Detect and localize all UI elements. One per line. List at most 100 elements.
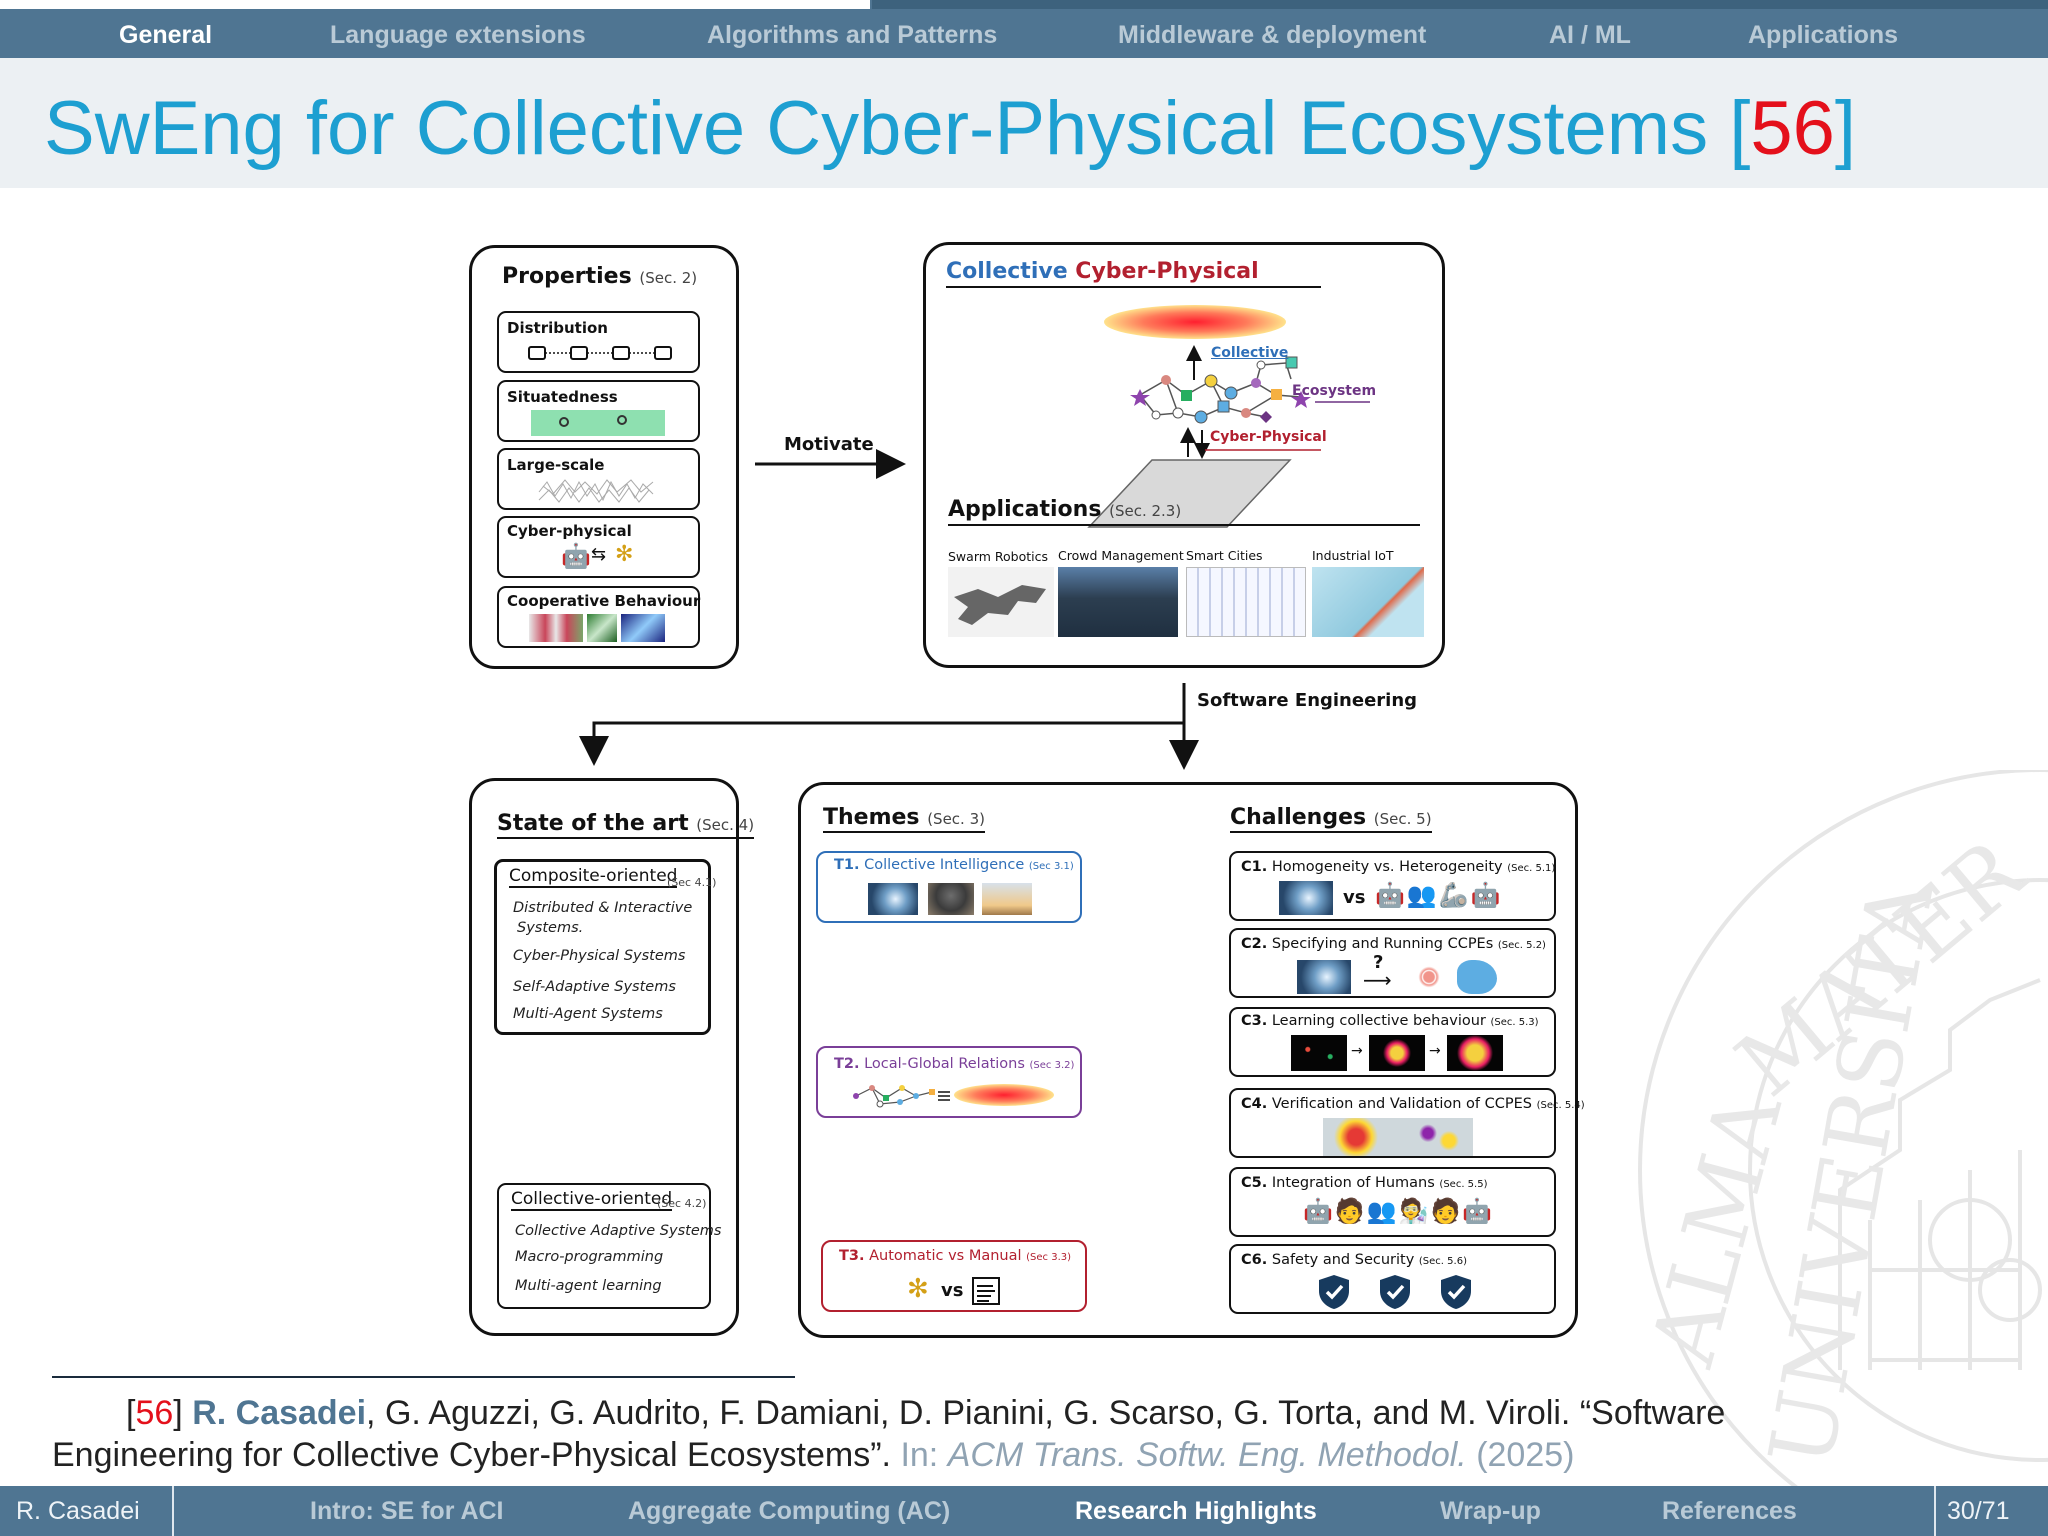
distributed-nodes-icon [528,346,672,360]
collective-item: Macro-programming [515,1249,664,1265]
theme-title: T2. Local-Global Relations (Sec 3.2) [834,1056,1075,1072]
ecosystem-layer-label: Ecosystem [1292,383,1377,399]
challenge-title: C6. Safety and Security (Sec. 5.6) [1241,1252,1467,1268]
versus-label: vs [941,1280,964,1301]
footer-section-research-highlights[interactable]: Research Highlights [1075,1496,1317,1525]
top-navigation-bar [0,0,2048,58]
nav-item-applications[interactable]: Applications [1748,20,1899,49]
shield-check-icon [1380,1275,1410,1309]
cooperation-photo-2 [587,614,617,642]
cooperation-photo-3 [621,614,665,642]
property-label: Distribution [507,319,608,337]
theme-t3-card: T3. Automatic vs Manual (Sec 3.3) ✻ vs [821,1240,1087,1312]
footer-section-intro[interactable]: Intro: SE for ACI [310,1496,504,1525]
state-of-art-heading: State of the art (Sec. 4) [497,811,755,839]
global-emergence-glow [1104,305,1286,339]
composite-oriented-card: Composite-oriented (Sec 4.1) Distributed… [494,859,716,1035]
page-title: SwEng for Collective Cyber-Physical Ecos… [44,86,1856,171]
question-mark: ? [1373,952,1384,973]
app-label-swarm-robotics: Swarm Robotics [948,549,1048,564]
challenges-heading: Challenges (Sec. 5) [1230,805,1432,833]
property-label: Situatedness [507,388,618,406]
software-engineering-label: Software Engineering [1197,690,1418,711]
nav-item-ai-ml[interactable]: AI / ML [1549,20,1631,49]
reference-number[interactable]: 56 [135,1394,174,1432]
property-situatedness: Situatedness [497,380,700,442]
neural-network-icon: ✻ [907,1274,929,1304]
challenge-title: C5. Integration of Humans (Sec. 5.5) [1241,1175,1488,1191]
challenge-c3-card: C3. Learning collective behaviour (Sec. … [1229,1007,1556,1077]
link-icon: ⇆ [591,544,607,565]
nav-item-language-extensions[interactable]: Language extensions [330,20,586,49]
nav-item-middleware[interactable]: Middleware & deployment [1118,20,1427,49]
nav-item-general[interactable]: General [119,20,213,49]
properties-heading: Properties (Sec. 2) [502,264,698,289]
theme-title: T1. Collective Intelligence (Sec 3.1) [834,857,1074,873]
challenge-c4-card: C4. Verification and Validation of CCPES… [1229,1088,1585,1158]
composite-item: Systems. [517,920,584,936]
collective-sec: (Sec 4.2) [657,1197,707,1210]
arrow-right-icon: ⟶ [1363,968,1392,992]
footer-section-references[interactable]: References [1662,1496,1797,1525]
local-network-icon [853,1085,950,1108]
footer-separator [1934,1486,1936,1536]
reference-citation: [56] R. Casadei, G. Aguzzi, G. Audrito, … [52,1394,1726,1474]
composite-item: Multi-Agent Systems [513,1006,663,1022]
heterogeneous-robots-icon: 🤖👥🦾🤖 [1375,881,1503,909]
swarm-robotics-image [948,567,1054,637]
app-label-industrial-iot: Industrial IoT [1312,548,1394,563]
theme-t1-card: T1. Collective Intelligence (Sec 3.1) [816,851,1082,923]
ecosystem-network-graph [1087,345,1370,528]
university-seal-watermark: ALMA MATER UNIVERSITA [1631,770,2048,1486]
composite-sec: (Sec 4.1) [667,876,717,889]
industrial-iot-image [1312,567,1424,637]
footer-bar [0,1486,2048,1536]
themes-heading: Themes (Sec. 3) [823,805,985,833]
ccp-heading: Collective Cyber-Physical [946,259,1321,288]
learning-step-1-image [1291,1035,1347,1071]
smart-cities-image [1186,567,1306,637]
footer-section-aggregate-computing[interactable]: Aggregate Computing (AC) [628,1496,951,1525]
large-network-icon [538,479,654,503]
page-number: 30/71 [1947,1496,2010,1525]
theme-t2-card: T2. Local-Global Relations (Sec 3.2) [816,1046,1082,1118]
collective-item: Collective Adaptive Systems [515,1223,722,1239]
diagram: Motivate Software Engineering Properties… [469,242,1585,1338]
collective-oriented-card: Collective-oriented (Sec 4.2) Collective… [497,1183,721,1309]
property-cooperative-behaviour: Cooperative Behaviour [497,586,700,648]
theme-title: T3. Automatic vs Manual (Sec 3.3) [839,1248,1072,1264]
footer-section-wrap-up[interactable]: Wrap-up [1440,1496,1541,1525]
shield-check-icon [1319,1275,1349,1309]
learning-step-2-image [1369,1035,1425,1071]
property-label: Large-scale [507,456,605,474]
crowd-management-image [1058,567,1178,637]
footnote-rule [52,1376,795,1378]
title-bar [0,58,2048,188]
global-glow-icon [954,1084,1054,1106]
arrow-right-icon: → [1351,1043,1363,1059]
versus-label: vs [1343,887,1366,908]
nav-item-algorithms-patterns[interactable]: Algorithms and Patterns [707,20,998,49]
applications-heading: Applications (Sec. 2.3) [948,497,1420,526]
challenge-title: C1. Homogeneity vs. Heterogeneity (Sec. … [1241,859,1556,875]
collective-heading: Collective-oriented [511,1189,673,1211]
challenge-title: C3. Learning collective behaviour (Sec. … [1241,1013,1539,1029]
footer-author: R. Casadei [16,1496,140,1525]
app-label-crowd-management: Crowd Management [1058,548,1184,563]
swarm-image-1 [868,883,918,915]
aggregate-field-image [1409,960,1449,994]
properties-panel: Properties (Sec. 2) Distribution Situate… [469,245,739,669]
title-citation-link[interactable]: 56 [1750,86,1835,171]
learning-step-3-image [1447,1035,1503,1071]
footer-separator [172,1486,174,1536]
verification-heatmap-image [1323,1118,1473,1156]
state-of-the-art-panel: State of the art (Sec. 4) Composite-orie… [469,778,755,1336]
app-label-smart-cities: Smart Cities [1186,548,1263,563]
collective-cyber-physical-panel: Collective Cyber-Physical [923,242,1445,668]
property-label: Cyber-physical [507,522,632,540]
homogeneous-swarm-image [1279,881,1333,915]
composite-item: Self-Adaptive Systems [513,979,676,995]
collective-layer-label: Collective [1211,345,1289,361]
nav-progress-strip [0,0,870,9]
code-document-icon [972,1277,1000,1305]
